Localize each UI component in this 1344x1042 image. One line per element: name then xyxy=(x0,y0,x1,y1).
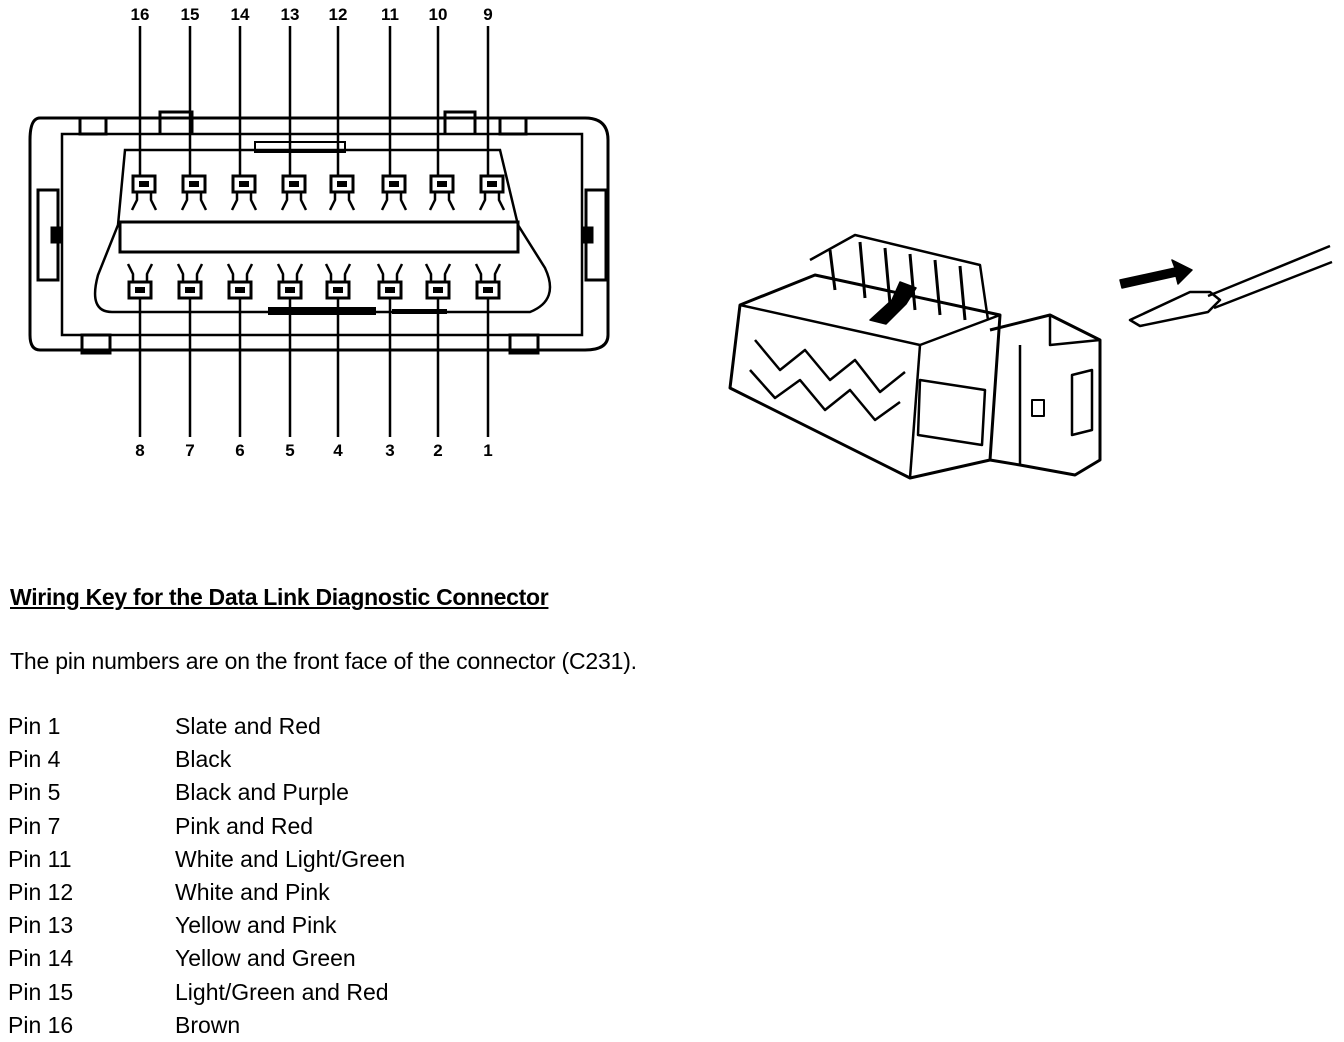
direction-arrow xyxy=(1119,259,1193,289)
pin-label: 5 xyxy=(285,441,294,460)
pin-label: 6 xyxy=(235,441,244,460)
pin-label: 7 xyxy=(185,441,194,460)
pin-terminal xyxy=(176,263,204,300)
pin-terminal xyxy=(376,263,404,300)
pin-number: Pin 15 xyxy=(8,978,74,1005)
pin-terminal xyxy=(328,174,356,211)
pin-label: 13 xyxy=(281,5,300,24)
insertion-arrow xyxy=(869,281,917,325)
top-row-terminals xyxy=(130,174,506,211)
wire-color: Pink and Red xyxy=(175,812,314,839)
list-item: Pin 14 Yellow and Green xyxy=(8,942,608,975)
pin-label: 12 xyxy=(329,5,348,24)
pin-number: Pin 12 xyxy=(8,879,74,906)
latch-housing xyxy=(989,313,1102,477)
wire-color: Slate and Red xyxy=(175,713,321,740)
pin-terminal xyxy=(126,263,154,300)
pin-number: Pin 16 xyxy=(8,1011,74,1038)
pin-color-list: Pin 1 Slate and Red Pin 4 Black Pin 5 Bl… xyxy=(8,710,608,1042)
wiring-key-intro: The pin numbers are on the front face of… xyxy=(10,648,637,674)
wire-color: Black and Purple xyxy=(175,779,349,806)
terminal-and-wire xyxy=(1119,244,1333,328)
connector-isometric-drawing xyxy=(728,233,1333,480)
pin-terminal xyxy=(280,174,308,211)
pin-terminal xyxy=(324,263,352,300)
list-item: Pin 13 Yellow and Pink xyxy=(8,909,608,942)
pin-label: 14 xyxy=(231,5,250,24)
pin-terminal xyxy=(380,174,408,211)
list-item: Pin 16 Brown xyxy=(8,1009,608,1042)
wiring-key-title: Wiring Key for the Data Link Diagnostic … xyxy=(10,584,549,610)
pin-number: Pin 7 xyxy=(8,812,61,839)
top-row-pin-labels: 16 15 14 13 12 11 10 9 xyxy=(131,5,493,24)
bottom-row-terminals xyxy=(126,263,502,300)
list-item: Pin 15 Light/Green and Red xyxy=(8,976,608,1009)
connector-face-diagram: 16 15 14 13 12 11 10 9 8 7 6 5 4 3 2 1 xyxy=(28,5,610,460)
wire-color: Brown xyxy=(175,1011,241,1038)
connector-body xyxy=(728,273,1002,480)
pin-label: 1 xyxy=(483,441,492,460)
pin-terminal xyxy=(226,263,254,300)
wire-color: Yellow and Green xyxy=(175,945,356,972)
pin-label: 8 xyxy=(135,441,144,460)
pin-number: Pin 5 xyxy=(8,779,61,806)
pin-terminal xyxy=(230,174,258,211)
wire-color: Black xyxy=(175,746,232,773)
wire-color: Yellow and Pink xyxy=(175,912,337,939)
pin-terminal xyxy=(276,263,304,300)
wire-color: White and Light/Green xyxy=(175,845,406,872)
pin-label: 16 xyxy=(131,5,150,24)
wire-color: White and Pink xyxy=(175,879,330,906)
list-item: Pin 1 Slate and Red xyxy=(8,710,608,743)
pin-number: Pin 1 xyxy=(8,713,61,740)
list-item: Pin 4 Black xyxy=(8,743,608,776)
pin-terminal xyxy=(478,174,506,211)
pin-number: Pin 14 xyxy=(8,945,74,972)
pin-terminal xyxy=(428,174,456,211)
wire-color: Light/Green and Red xyxy=(175,978,389,1005)
pin-label: 4 xyxy=(333,441,343,460)
pin-number: Pin 4 xyxy=(8,746,61,773)
top-row-leader-lines xyxy=(138,26,490,176)
bottom-row-leader-lines xyxy=(138,298,490,437)
pin-label: 11 xyxy=(381,5,399,24)
pin-label: 15 xyxy=(181,5,200,24)
pin-number: Pin 11 xyxy=(8,845,72,872)
list-item: Pin 7 Pink and Red xyxy=(8,810,608,843)
pin-terminal xyxy=(180,174,208,211)
pin-terminal xyxy=(474,263,502,300)
list-item: Pin 12 White and Pink xyxy=(8,876,608,909)
connector-housing xyxy=(28,110,610,355)
pin-label: 2 xyxy=(433,441,442,460)
pin-terminal xyxy=(130,174,158,211)
pin-label: 3 xyxy=(385,441,394,460)
pin-label: 9 xyxy=(483,5,492,24)
list-item: Pin 5 Black and Purple xyxy=(8,776,608,809)
pin-terminal xyxy=(424,263,452,300)
pin-number: Pin 13 xyxy=(8,912,74,939)
pin-label: 10 xyxy=(429,5,448,24)
bottom-row-pin-labels: 8 7 6 5 4 3 2 1 xyxy=(135,441,492,460)
list-item: Pin 11 White and Light/Green xyxy=(8,843,608,876)
